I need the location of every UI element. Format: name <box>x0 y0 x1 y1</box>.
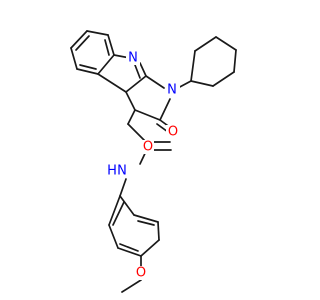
structure-canvas: N N O O N H O <box>70 30 237 293</box>
atom-nh-amide: H <box>107 164 117 179</box>
atom-bg-nh-amide <box>106 164 118 178</box>
atom-o-methoxy: O <box>136 266 146 281</box>
atom-bg-n-imine <box>126 51 140 65</box>
atom-o-amide: O <box>143 140 153 155</box>
atom-bg-n-amide <box>116 164 130 178</box>
atom-bg-o-methoxy <box>134 266 148 280</box>
molecule-drawing: N N O O N H O <box>70 30 237 293</box>
atom-bg-o-ketone <box>166 125 180 139</box>
atom-n-imine: N <box>128 51 138 66</box>
atom-bg-n-cyclohexyl <box>166 83 180 97</box>
atom-n-amide: N <box>117 164 127 179</box>
atom-bg-o-amide <box>140 140 154 154</box>
atom-n-cyclohexyl: N <box>167 83 177 98</box>
bond-lines <box>70 30 237 293</box>
atom-o-ketone: O <box>168 125 178 140</box>
